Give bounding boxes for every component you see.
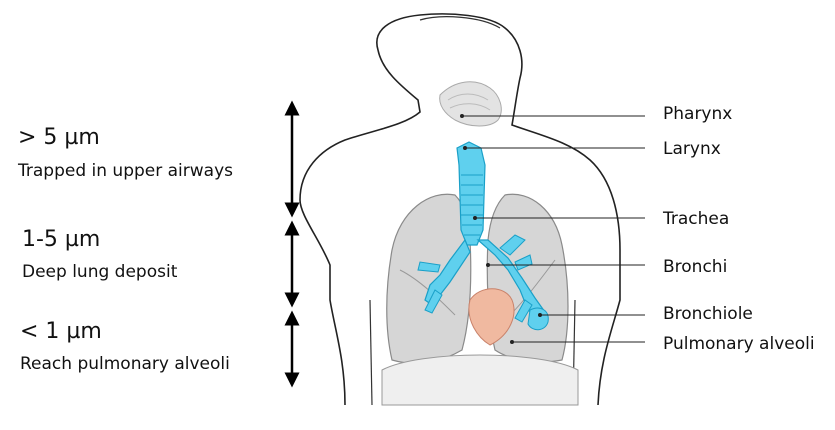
label-larynx: Larynx <box>663 139 721 159</box>
label-trachea: Trachea <box>662 209 729 229</box>
size-range-lower-description: Reach pulmonary alveoli <box>20 354 230 374</box>
left-lung <box>387 194 471 363</box>
trachea <box>457 142 485 245</box>
label-bronchiole: Bronchiole <box>663 304 753 324</box>
bronchiole-cluster <box>528 308 548 330</box>
size-range-lower: < 1 µm Reach pulmonary alveoli <box>20 319 230 374</box>
label-pulmonary-alveoli: Pulmonary alveoli <box>663 334 815 354</box>
size-range-upper: > 5 µm Trapped in upper airways <box>17 125 233 181</box>
size-range-upper-description: Trapped in upper airways <box>17 161 233 181</box>
label-bronchi: Bronchi <box>663 257 727 277</box>
size-range-lower-size: < 1 µm <box>20 319 102 344</box>
size-range-middle-size: 1-5 µm <box>22 227 100 252</box>
label-pharynx: Pharynx <box>663 104 732 124</box>
anatomy-labels: Pharynx Larynx Trachea Bronchi Bronchiol… <box>662 104 815 354</box>
size-range-middle-description: Deep lung deposit <box>22 262 178 282</box>
diaphragm <box>382 355 578 405</box>
size-range-middle: 1-5 µm Deep lung deposit <box>22 227 178 282</box>
size-range-upper-size: > 5 µm <box>18 125 100 150</box>
